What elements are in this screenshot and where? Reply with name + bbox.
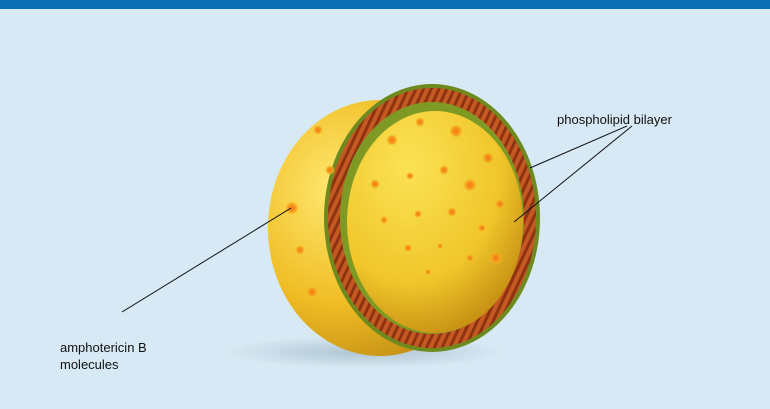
header-bar xyxy=(0,0,770,9)
inner-surface xyxy=(347,111,523,333)
amphotericin-label: amphotericin B molecules xyxy=(60,339,147,373)
diagram-stage: phospholipid bilayer amphotericin B mole… xyxy=(0,9,770,409)
amphotericin-label-line2: molecules xyxy=(60,356,147,373)
amphotericin-leader xyxy=(122,208,291,312)
bilayer-leader-outer xyxy=(530,126,627,168)
amphotericin-label-line1: amphotericin B xyxy=(60,339,147,356)
phospholipid-bilayer-label: phospholipid bilayer xyxy=(557,111,672,128)
